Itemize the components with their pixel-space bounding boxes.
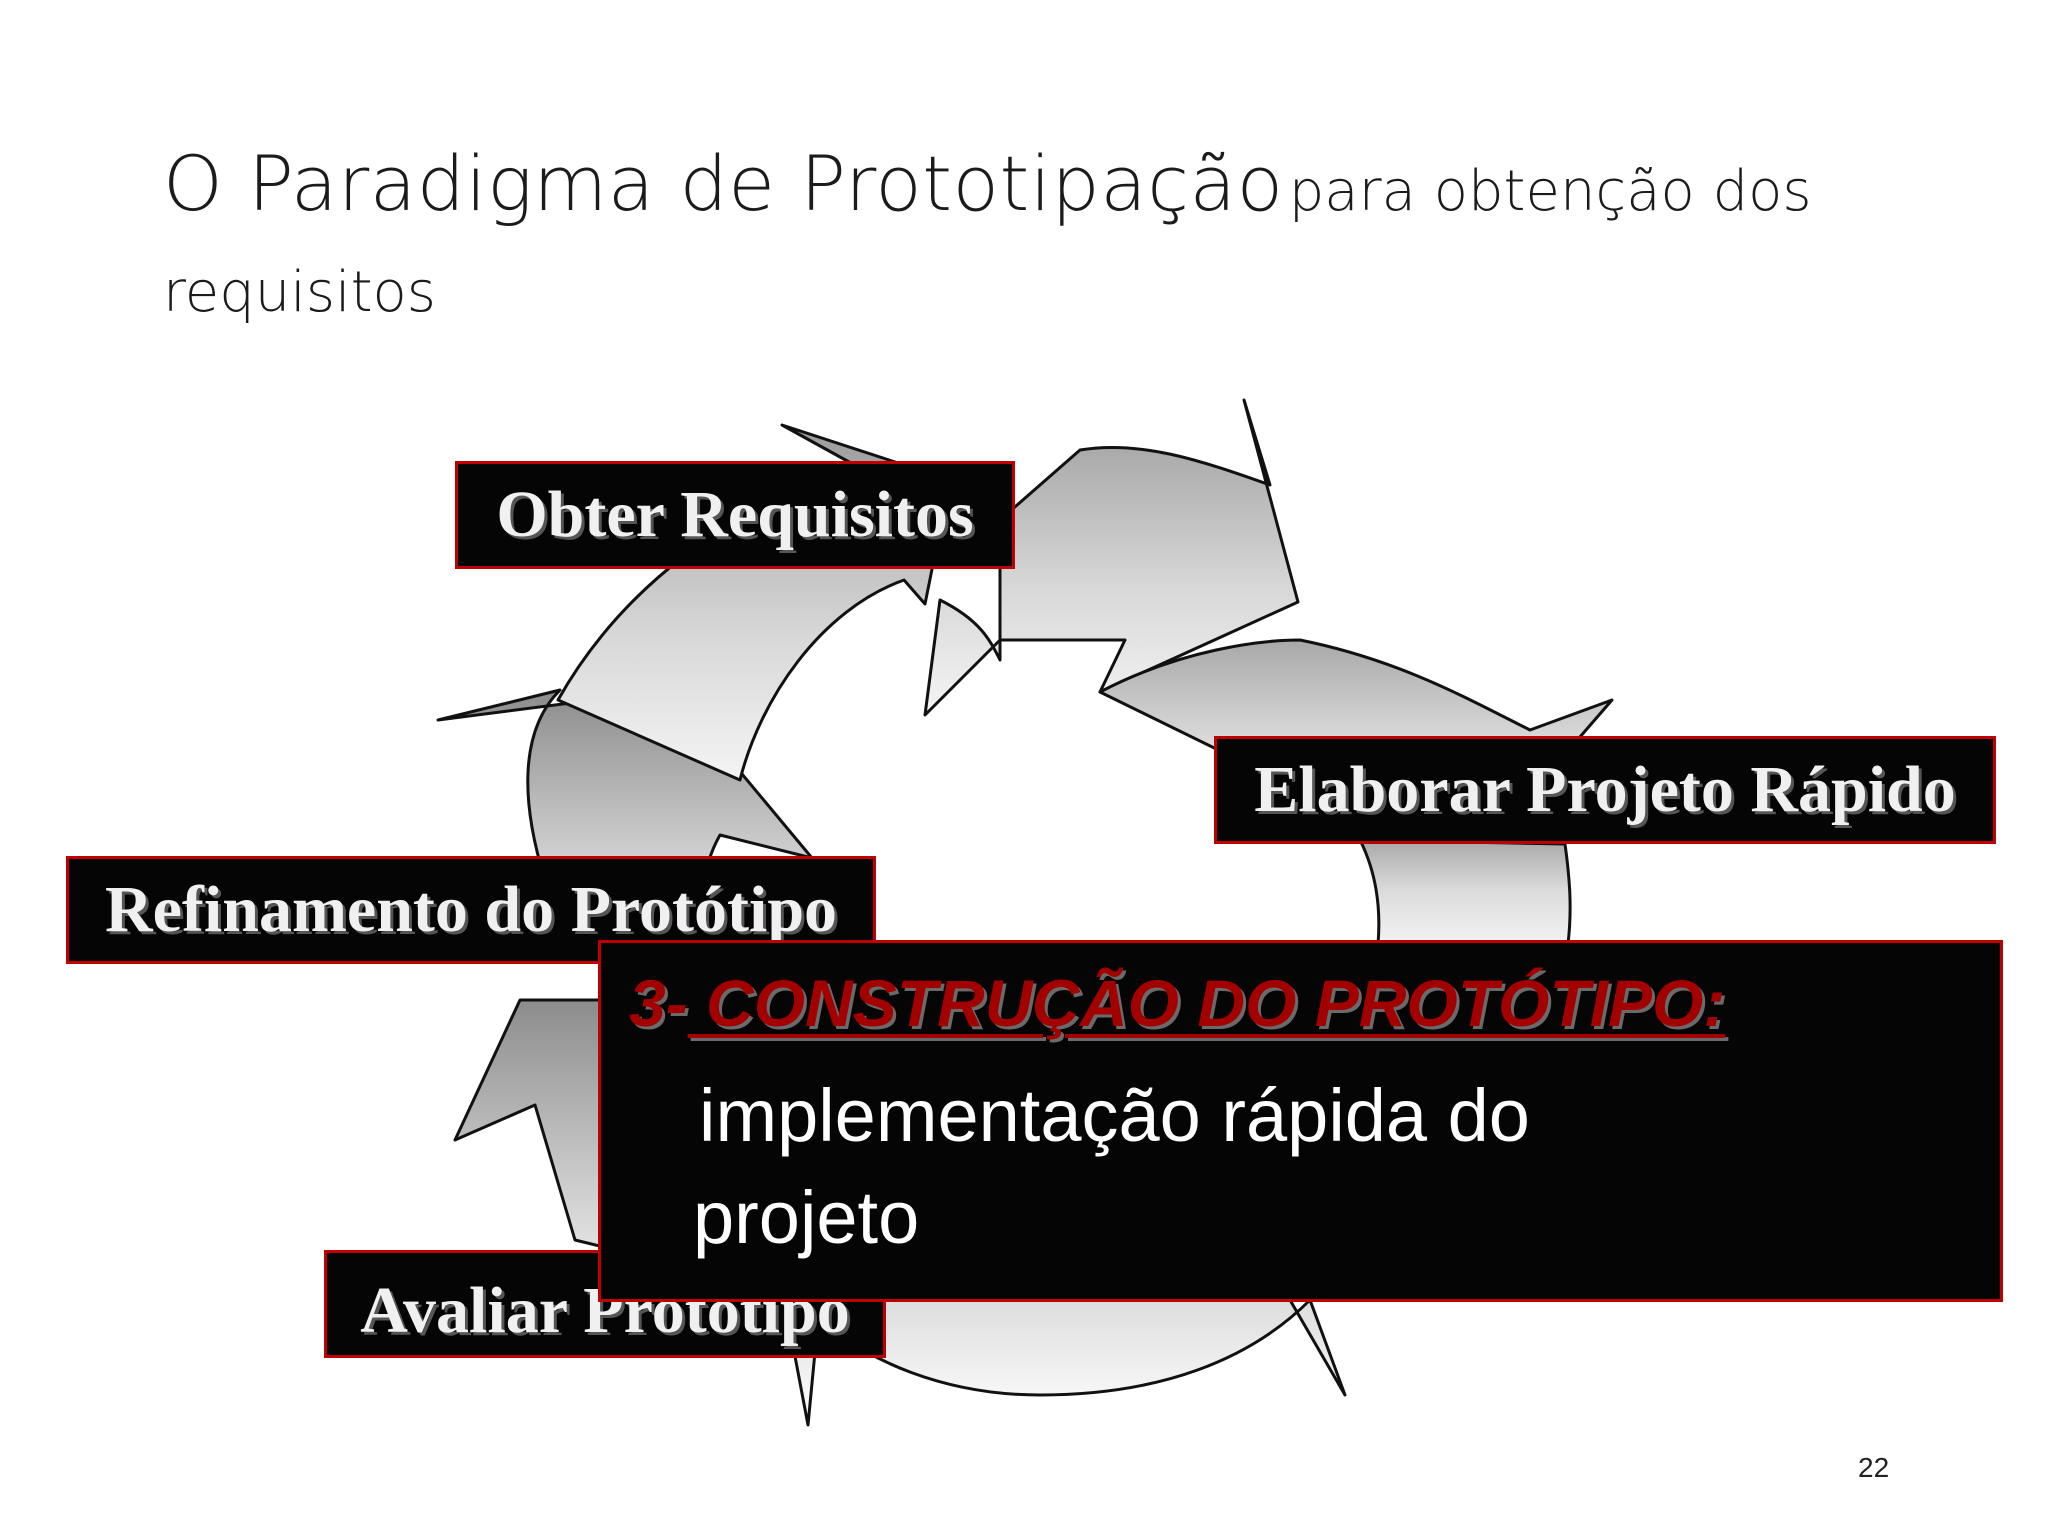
slide-title: O Paradigma de Prototipação para obtençã…	[163, 140, 1923, 350]
callout-construcao-prototipo: 3- CONSTRUÇÃO DO PROTÓTIPO: implementaçã…	[598, 940, 2003, 1302]
title-sub: para obtenção dos	[1288, 159, 1812, 224]
callout-body-line-1: implementação rápida do	[699, 1074, 1530, 1157]
step-label-obter-requisitos: Obter Requisitos	[455, 461, 1015, 569]
title-main: O Paradigma de Prototipação	[163, 139, 1284, 228]
callout-step-number: 3-	[629, 966, 688, 1040]
callout-heading: 3- CONSTRUÇÃO DO PROTÓTIPO:	[629, 965, 1725, 1041]
cycle-arrow-top-right	[923, 398, 1300, 717]
callout-heading-text: CONSTRUÇÃO DO PROTÓTIPO:	[687, 966, 1726, 1040]
step-label-refinamento-do-prototipo: Refinamento do Protótipo	[66, 856, 876, 964]
step-label-elaborar-projeto-rapido: Elaborar Projeto Rápido	[1214, 736, 1996, 844]
title-sub-continuation: requisitos	[163, 260, 436, 325]
page-number: 22	[1858, 1452, 1890, 1483]
cycle-arrow-right-lower	[1358, 838, 1572, 946]
callout-body-line-2: projeto	[693, 1176, 920, 1259]
